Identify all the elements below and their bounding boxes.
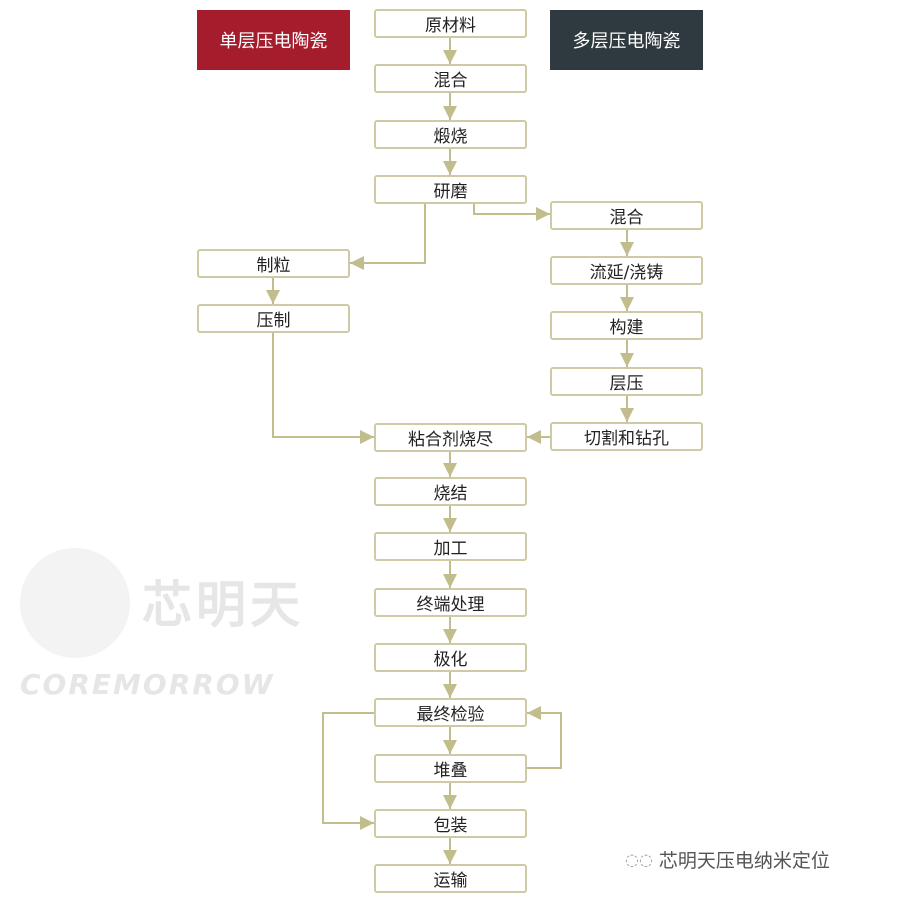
watermark-en: COREMORROW: [20, 668, 275, 701]
wechat-icon: ◌◌: [625, 850, 653, 869]
arrow-center-4-head: [443, 463, 457, 477]
arrow-granulation-to-pressing-head: [266, 290, 280, 304]
arrow-cutting-to-binder-head: [527, 430, 541, 444]
step-building: 构建: [550, 311, 703, 340]
arrow-center-8-head: [443, 684, 457, 698]
step-center-3: 研磨: [374, 175, 527, 204]
arrow-stacking-to-inspection: [527, 712, 562, 769]
arrow-center-0-head: [443, 50, 457, 64]
step-center-7: 终端处理: [374, 588, 527, 617]
header-multi-layer: 多层压电陶瓷: [550, 10, 703, 70]
arrow-center-6-head: [443, 574, 457, 588]
arrow-grind-to-granulation: [350, 204, 426, 264]
arrow-right-3-head: [620, 408, 634, 422]
step-center-10: 堆叠: [374, 754, 527, 783]
arrow-inspection-to-packaging: [322, 712, 374, 824]
arrow-center-7-head: [443, 629, 457, 643]
arrow-center-5-head: [443, 518, 457, 532]
arrow-center-11-head: [443, 850, 457, 864]
arrow-center-1-head: [443, 106, 457, 120]
arrow-inspection-to-packaging-head: [360, 816, 374, 830]
arrow-grind-to-granulation-head: [350, 256, 364, 270]
watermark-logo: [20, 548, 130, 658]
arrow-grind-to-mixing-head: [536, 207, 550, 221]
arrow-grind-to-mixing: [473, 204, 550, 215]
step-center-11: 包装: [374, 809, 527, 838]
step-pressing: 压制: [197, 304, 350, 333]
arrow-right-2-head: [620, 353, 634, 367]
step-mixing-multi: 混合: [550, 201, 703, 230]
arrow-right-1-head: [620, 297, 634, 311]
arrow-center-10-head: [443, 795, 457, 809]
step-center-4: 粘合剂烧尽: [374, 423, 527, 452]
step-center-5: 烧结: [374, 477, 527, 506]
step-center-12: 运输: [374, 864, 527, 893]
footer-text: 芯明天压电纳米定位: [658, 850, 830, 872]
step-center-9: 最终检验: [374, 698, 527, 727]
footer-brand: ◌◌ 芯明天压电纳米定位: [625, 846, 830, 873]
step-tape-casting: 流延/浇铸: [550, 256, 703, 285]
arrow-stacking-to-inspection-head: [527, 706, 541, 720]
arrow-pressing-to-binder-head: [360, 430, 374, 444]
step-center-2: 煅烧: [374, 120, 527, 149]
arrow-center-2-head: [443, 161, 457, 175]
step-center-8: 极化: [374, 643, 527, 672]
step-lamination: 层压: [550, 367, 703, 396]
step-granulation: 制粒: [197, 249, 350, 278]
arrow-center-9-head: [443, 740, 457, 754]
step-center-0: 原材料: [374, 9, 527, 38]
arrow-pressing-to-binder: [272, 333, 374, 438]
header-single-layer: 单层压电陶瓷: [197, 10, 350, 70]
watermark-cn: 芯明天: [142, 576, 304, 634]
step-center-6: 加工: [374, 532, 527, 561]
arrow-right-0-head: [620, 242, 634, 256]
step-center-1: 混合: [374, 64, 527, 93]
step-cutting-drilling: 切割和钻孔: [550, 422, 703, 451]
